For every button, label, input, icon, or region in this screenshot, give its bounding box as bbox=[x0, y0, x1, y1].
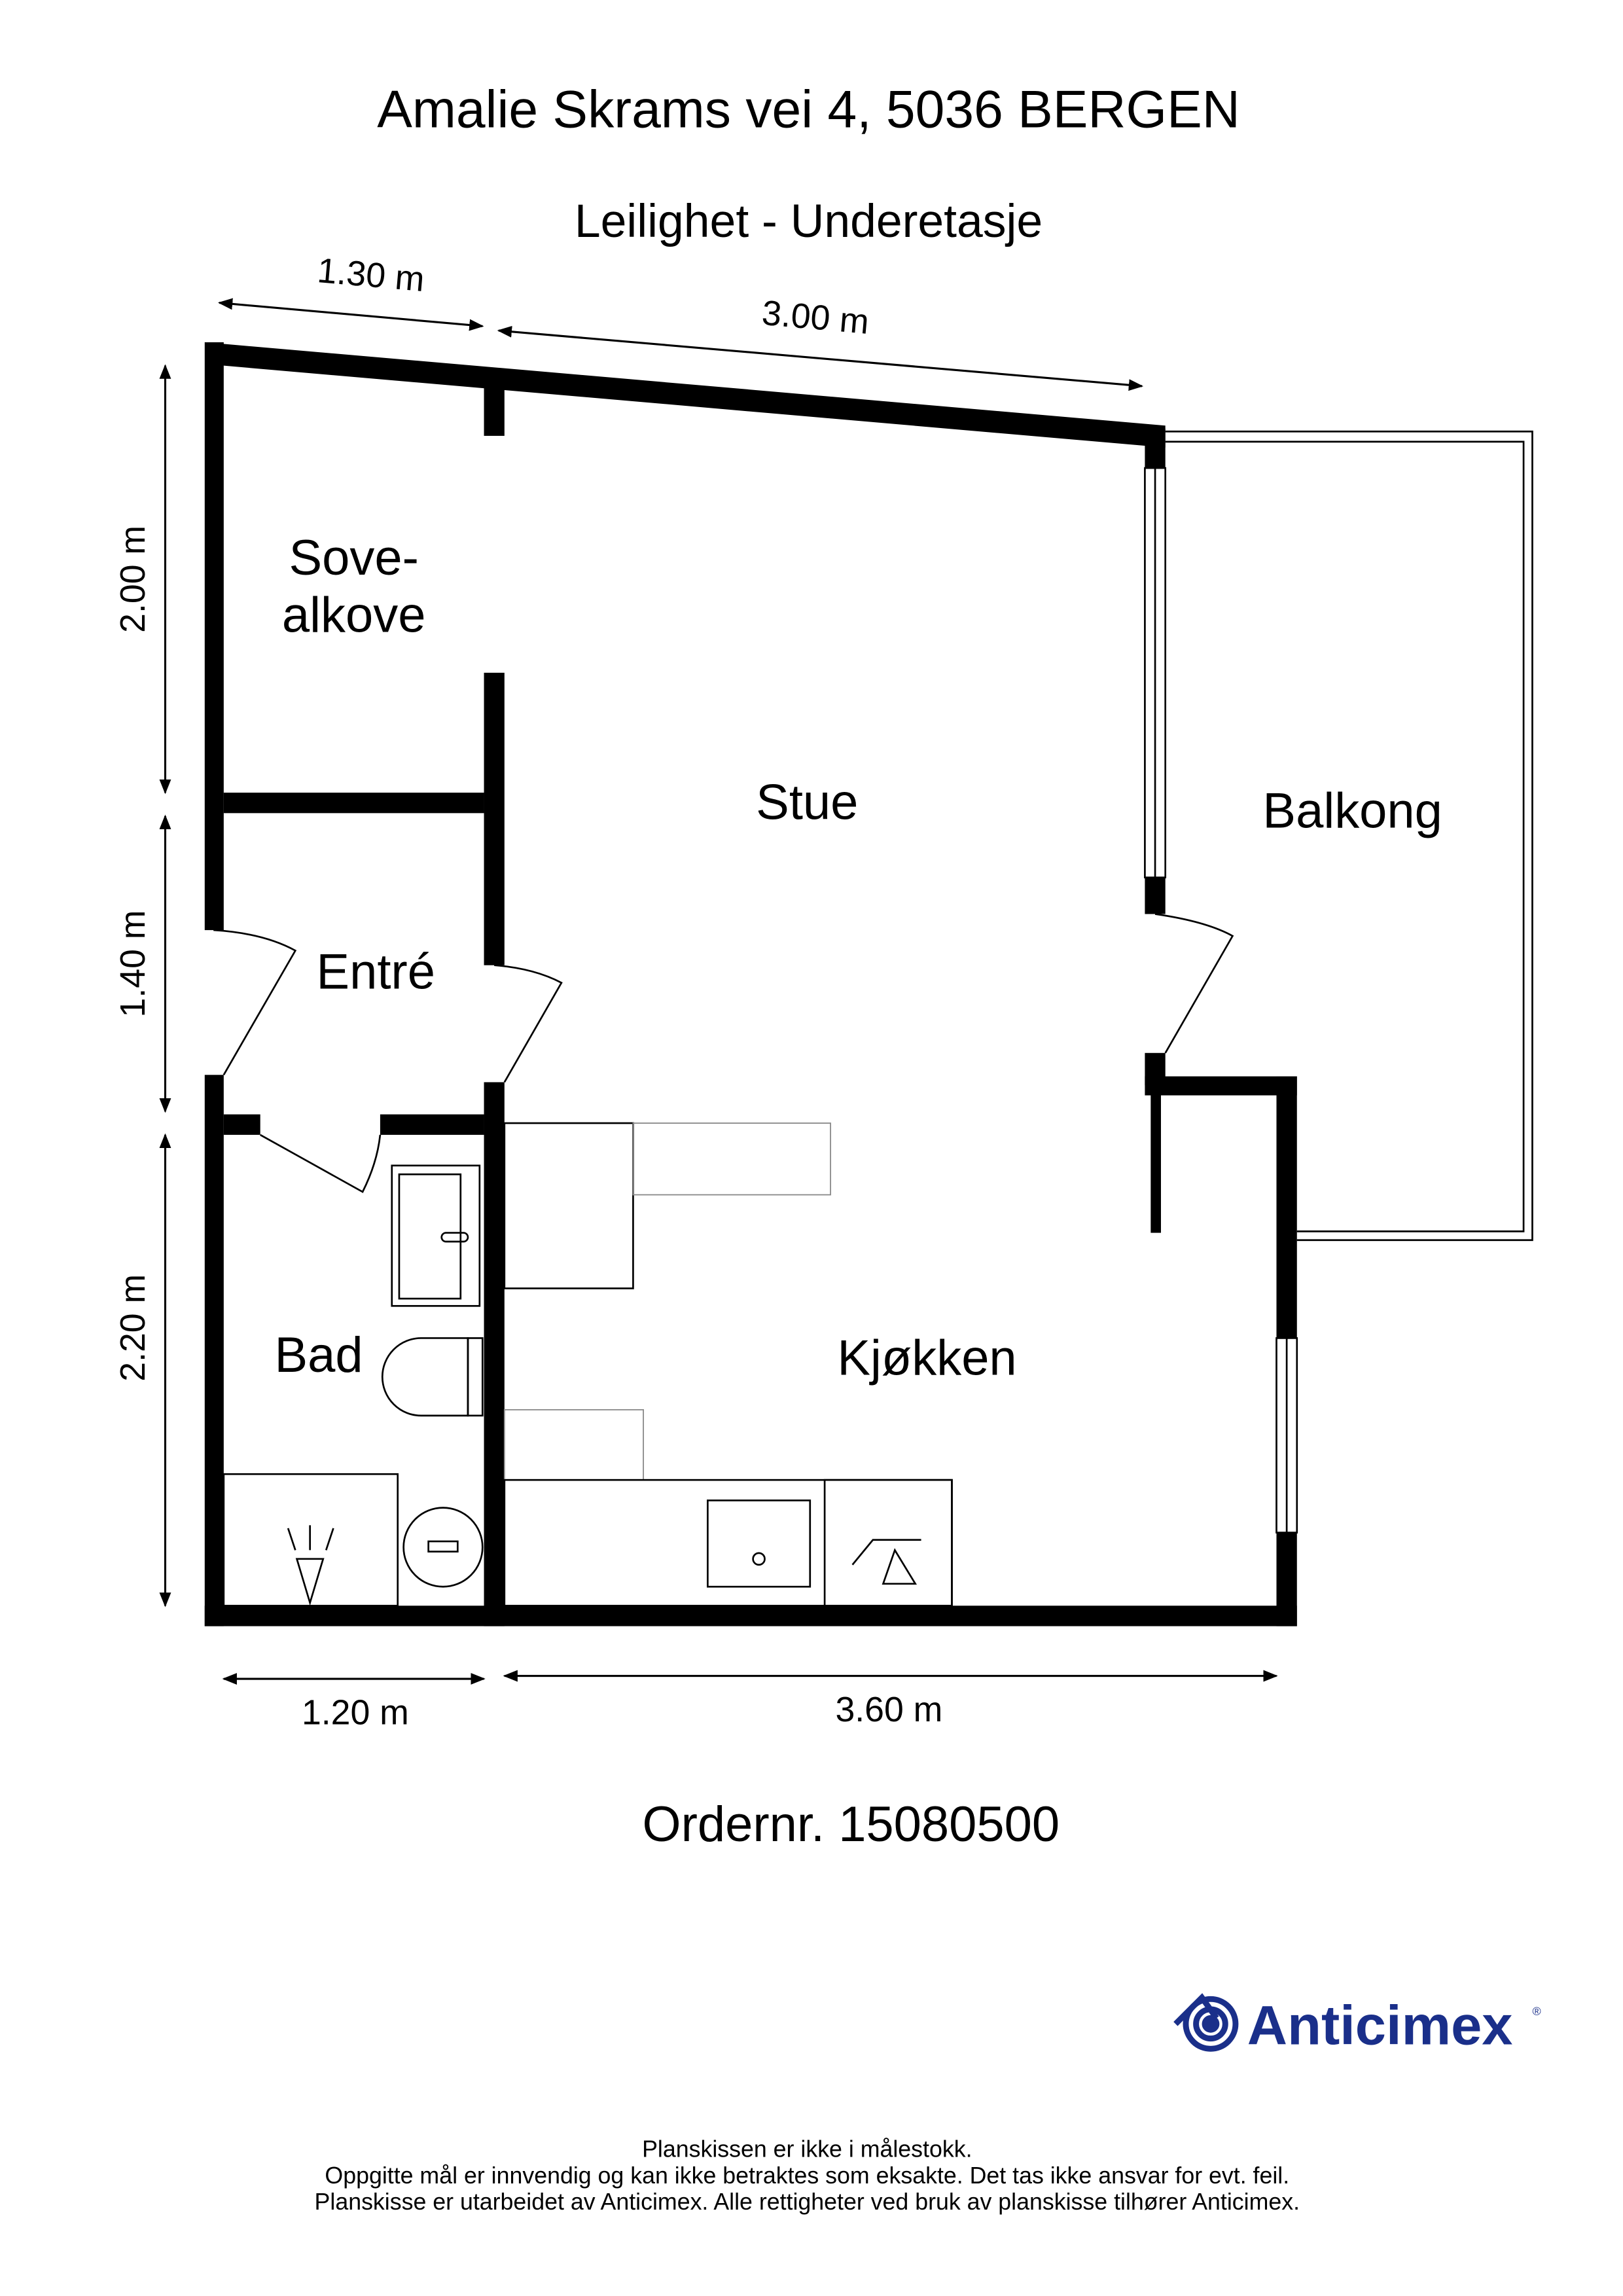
anticimex-logo-icon bbox=[1173, 1993, 1239, 2052]
room-label-sovealkove-2: alkove bbox=[282, 587, 426, 643]
dimension-left-top: 2.00 m bbox=[113, 526, 152, 633]
shower-icon bbox=[223, 1473, 399, 1607]
stove-icon bbox=[823, 1479, 953, 1607]
windows bbox=[1144, 467, 1298, 1534]
floor-subtitle: Leilighet - Underetasje bbox=[575, 195, 1043, 247]
room-label-balkong: Balkong bbox=[1262, 783, 1442, 839]
toilet-icon bbox=[381, 1337, 469, 1417]
dimension-bottom-right: 3.60 m bbox=[835, 1690, 942, 1729]
kitchen-sink-icon bbox=[707, 1499, 812, 1588]
doors bbox=[213, 913, 1234, 1193]
bathroom-fixtures bbox=[223, 1164, 484, 1607]
footer-line-1: Planskissen er ikke i målestokk. bbox=[642, 2136, 972, 2162]
kitchen-fixtures bbox=[503, 1122, 953, 1607]
room-label-kjokken: Kjøkken bbox=[837, 1330, 1016, 1386]
room-label-entre: Entré bbox=[316, 944, 435, 999]
dimension-bottom-left: 1.20 m bbox=[302, 1693, 409, 1732]
washer-icon bbox=[402, 1507, 484, 1588]
anticimex-logo-text: Anticimex bbox=[1247, 1994, 1513, 2056]
bath-sink-icon bbox=[391, 1164, 481, 1307]
svg-text:®: ® bbox=[1532, 2005, 1541, 2018]
dimension-top-right: 3.00 m bbox=[760, 293, 871, 342]
footer-line-3: Planskisse er utarbeidet av Anticimex. A… bbox=[315, 2189, 1300, 2215]
dimension-left-mid: 1.40 m bbox=[113, 910, 152, 1018]
page-title: Amalie Skrams vei 4, 5036 BERGEN bbox=[377, 81, 1240, 139]
room-label-stue: Stue bbox=[756, 774, 858, 830]
walls bbox=[204, 342, 1297, 1626]
room-label-sovealkove: Sove- bbox=[289, 530, 418, 586]
dimension-top-left: 1.30 m bbox=[316, 251, 427, 299]
balcony-outline bbox=[1165, 430, 1533, 1242]
anticimex-logo: Anticimex ® bbox=[1173, 1993, 1541, 2056]
dimension-lines bbox=[159, 298, 1278, 1685]
footer-line-2: Oppgitte mål er innvendig og kan ikke be… bbox=[325, 2162, 1289, 2189]
dimension-left-bottom: 2.20 m bbox=[113, 1274, 152, 1382]
room-label-bad: Bad bbox=[274, 1327, 363, 1383]
order-number: Ordernr. 15080500 bbox=[643, 1797, 1060, 1852]
